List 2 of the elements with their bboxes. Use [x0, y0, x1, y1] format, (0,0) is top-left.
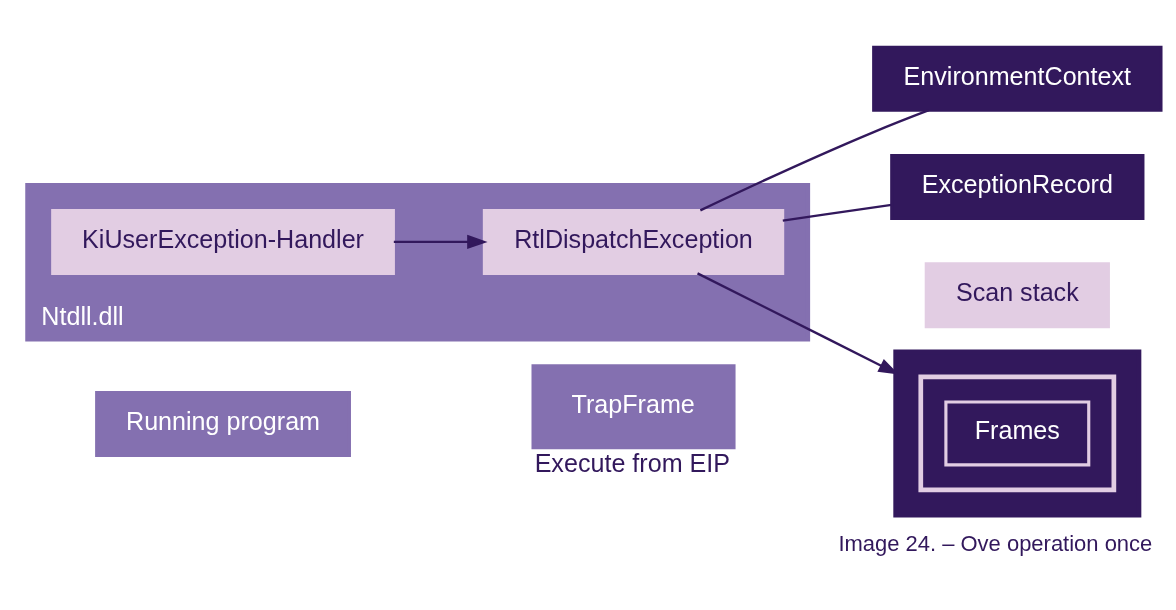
node-label: Execute from EIP: [534, 448, 730, 477]
caption: Image 24. – Ove operation once: [838, 530, 1153, 556]
